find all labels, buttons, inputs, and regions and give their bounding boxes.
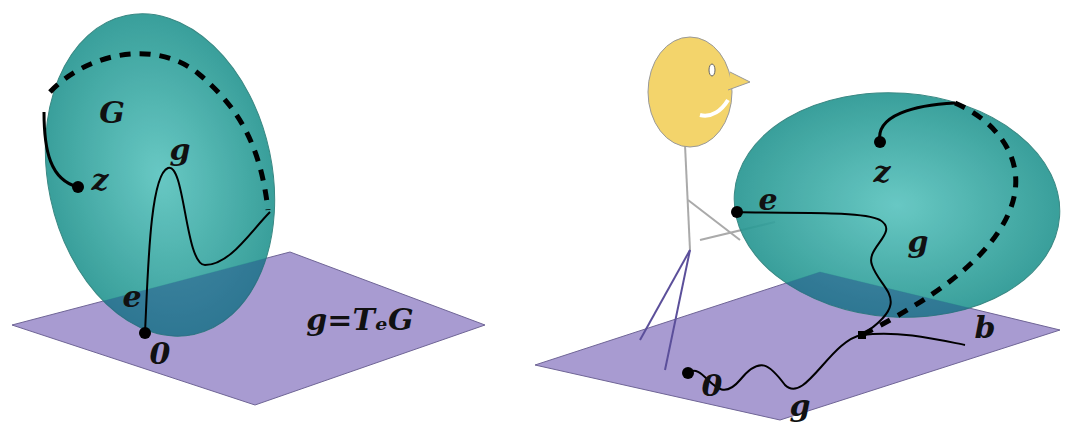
point xyxy=(682,367,694,379)
point-label: z xyxy=(873,157,890,187)
point-label: b xyxy=(975,313,996,343)
curve xyxy=(44,112,78,187)
point-label: z xyxy=(91,165,108,195)
point xyxy=(139,327,151,339)
curve xyxy=(688,334,965,390)
curve-label: g xyxy=(170,135,191,165)
group-name: G xyxy=(99,98,125,128)
curve xyxy=(145,168,270,333)
point xyxy=(858,331,866,339)
dashed-curve xyxy=(862,103,1016,335)
submerged-part xyxy=(535,272,1060,420)
submerged-part xyxy=(12,252,485,405)
point-label: e xyxy=(122,282,141,312)
curve xyxy=(737,212,891,335)
curve-label: g xyxy=(908,227,929,257)
point xyxy=(874,136,886,148)
plane-label: g xyxy=(790,391,811,421)
point xyxy=(731,206,743,218)
point xyxy=(72,181,84,193)
point-label: 0 xyxy=(150,339,171,369)
plane-label: g=TₑG xyxy=(306,305,413,335)
point-label: 0 xyxy=(702,371,723,401)
dashed-curve xyxy=(50,54,268,210)
point-label: e xyxy=(758,185,777,215)
curve xyxy=(880,103,955,142)
